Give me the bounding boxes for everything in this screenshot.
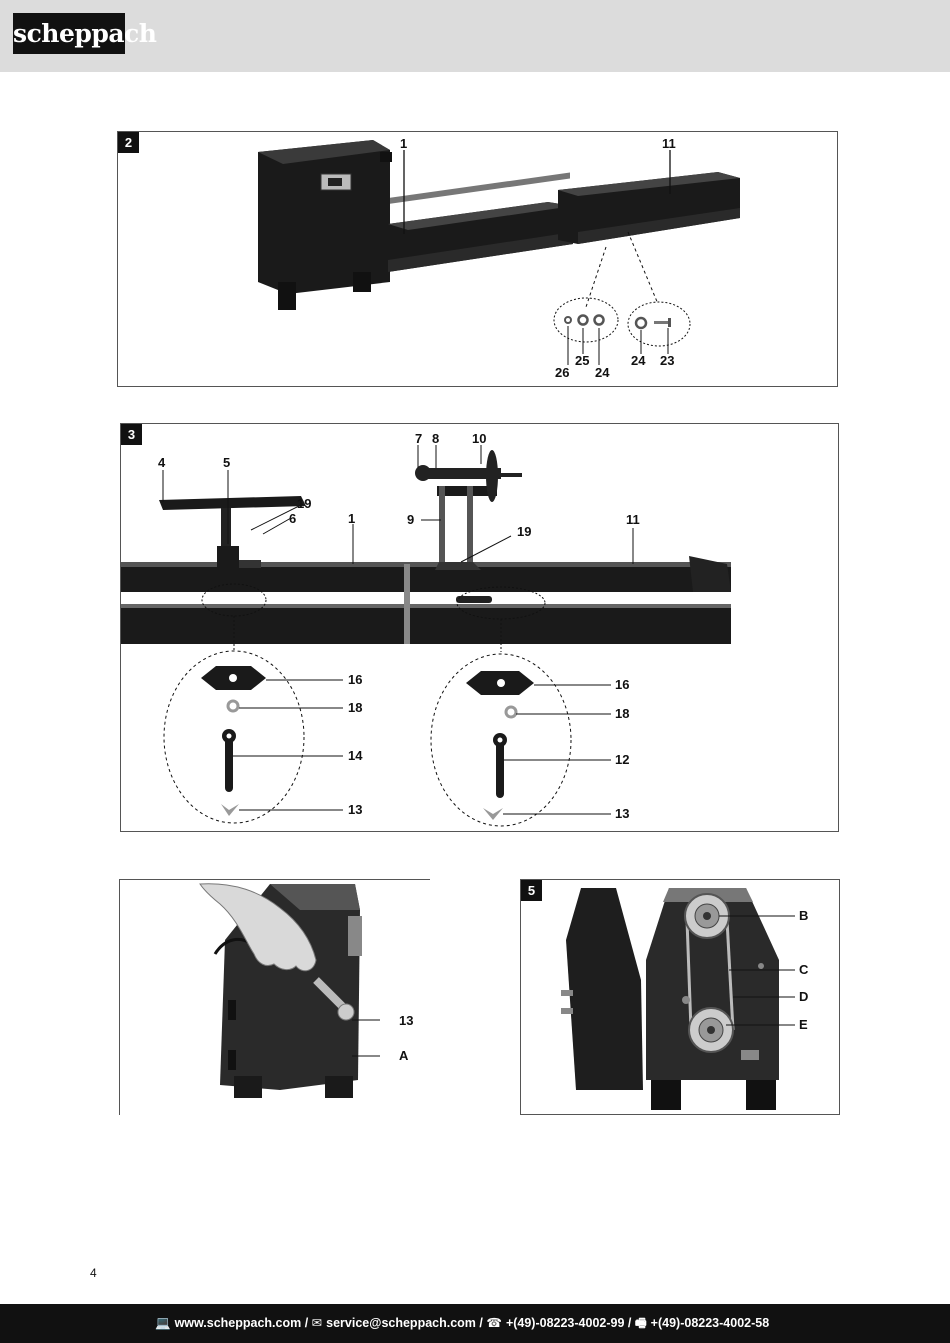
callout-E: E — [799, 1017, 808, 1032]
page-footer: 💻www.scheppach.com / ✉service@scheppach.… — [0, 1304, 950, 1343]
figure-number: 3 — [121, 424, 142, 445]
callout-8: 8 — [432, 431, 439, 446]
callout-D: D — [799, 989, 808, 1004]
figure-2: 2 1 11 — [117, 131, 838, 387]
callout-12: 12 — [615, 752, 629, 767]
footer-phone: +(49)-08223-4002-99 / — [505, 1316, 632, 1330]
callout-10: 10 — [472, 431, 486, 446]
callout-B: B — [799, 908, 808, 923]
callout-11: 11 — [662, 136, 676, 151]
fax-icon: 🖷 — [634, 1316, 647, 1330]
callout-9: 9 — [407, 512, 414, 527]
callout-13: 13 — [399, 1013, 413, 1028]
callout-16-left: 16 — [348, 672, 362, 687]
callout-24: 24 — [595, 365, 610, 380]
belt-drive-photo: B C D E — [561, 888, 809, 1110]
figure-3: 3 — [120, 423, 839, 832]
callout-18-right: 18 — [615, 706, 629, 721]
lathe-assembly-illustration: 4 5 19 6 1 7 8 10 9 19 11 16 18 14 13 16… — [121, 431, 731, 827]
callout-26: 26 — [555, 365, 569, 380]
mail-icon: ✉ — [311, 1316, 323, 1330]
callout-5: 5 — [223, 455, 230, 470]
callout-A: A — [399, 1048, 409, 1063]
callout-1: 1 — [400, 136, 407, 151]
footer-website[interactable]: www.scheppach.com / — [174, 1316, 309, 1330]
computer-icon: 💻 — [155, 1316, 171, 1330]
phone-icon: ☎ — [486, 1316, 502, 1330]
callout-18-left: 18 — [348, 700, 362, 715]
callout-1: 1 — [348, 511, 355, 526]
footer-fax: +(49)-08223-4002-58 — [650, 1316, 770, 1330]
figure-number: 2 — [118, 132, 139, 153]
callout-14: 14 — [348, 748, 363, 763]
callout-4: 4 — [158, 455, 166, 470]
callout-19-tailstock: 19 — [517, 524, 531, 539]
footer-email[interactable]: service@scheppach.com / — [326, 1316, 483, 1330]
figure-5: 5 B C D E — [520, 879, 840, 1115]
callout-19-rest: 19 — [297, 496, 311, 511]
page-number: 4 — [90, 1266, 97, 1280]
callout-11: 11 — [626, 512, 640, 527]
lathe-bed-illustration: 1 11 26 25 24 24 23 — [258, 136, 740, 380]
callout-7: 7 — [415, 431, 422, 446]
callout-23: 23 — [660, 353, 674, 368]
callout-C: C — [799, 962, 809, 977]
page-header: scheppach — [0, 0, 950, 72]
callout-13-right: 13 — [615, 806, 629, 821]
callout-6: 6 — [289, 511, 296, 526]
figure-4: 4 13 A — [119, 879, 431, 1116]
callout-24-bolt: 24 — [631, 353, 646, 368]
figure-number: 5 — [521, 880, 542, 901]
callout-13-left: 13 — [348, 802, 362, 817]
brand-logo: scheppach — [13, 13, 157, 54]
callout-16-right: 16 — [615, 677, 629, 692]
headstock-wrench-photo: 13 A — [120, 880, 431, 1116]
callout-25: 25 — [575, 353, 589, 368]
